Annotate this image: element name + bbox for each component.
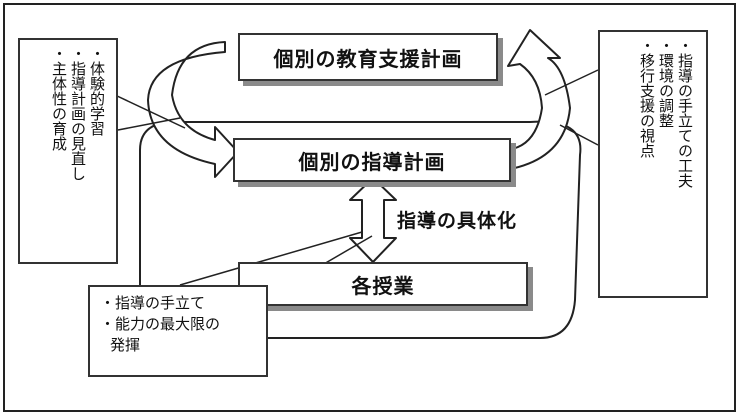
left-connector-2 [117, 117, 181, 131]
bottom-note-1: ・指導の手立て [100, 294, 206, 312]
callout-line-1 [179, 231, 363, 286]
bottom-note-box: ・指導の手立て ・能力の最大限の 発揮 [88, 285, 268, 377]
bottom-note-2: ・能力の最大限の [100, 315, 221, 333]
right-note-3: ・移行支援の視点 [638, 38, 656, 158]
node-classes-label: 各授業 [351, 273, 415, 298]
left-note-2: ・指導計画の見直し [69, 46, 87, 181]
right-note-list: ・指導の手立ての工夫 ・環境の調整 ・移行支援の視点 [637, 38, 694, 188]
node-classes: 各授業 [238, 262, 528, 306]
cycle-loop [139, 120, 582, 339]
left-note-list: ・体験的学習 ・指導計画の見直し ・主体性の育成 [49, 46, 106, 181]
node-support-plan-label: 個別の教育支援計画 [273, 46, 463, 71]
right-note-1: ・指導の手立ての工夫 [676, 38, 694, 188]
left-note-3: ・主体性の育成 [50, 46, 68, 151]
left-curved-arrow [147, 41, 239, 178]
right-connector-2 [559, 124, 599, 146]
left-note-box: ・体験的学習 ・指導計画の見直し ・主体性の育成 [18, 38, 118, 264]
node-support-plan: 個別の教育支援計画 [238, 33, 498, 81]
bottom-note-3: 発揮 [110, 336, 141, 354]
right-curved-arrow [504, 29, 571, 171]
edge-label: 指導の具体化 [397, 210, 518, 232]
node-guidance-plan: 個別の指導計画 [233, 138, 511, 182]
left-note-1: ・体験的学習 [88, 46, 106, 136]
node-guidance-plan-label: 個別の指導計画 [298, 149, 446, 174]
left-connector [114, 94, 186, 129]
right-note-2: ・環境の調整 [657, 38, 675, 128]
double-arrow [349, 177, 397, 263]
right-connector [544, 69, 599, 96]
right-note-box: ・指導の手立ての工夫 ・環境の調整 ・移行支援の視点 [598, 30, 708, 298]
